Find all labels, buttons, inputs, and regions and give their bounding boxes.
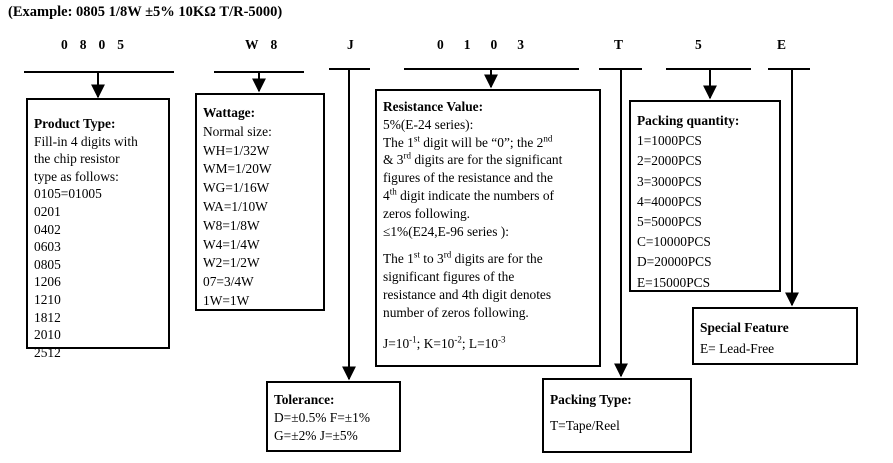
code-tolerance: J [347,37,366,52]
wattage-line: W8=1/8W [203,217,260,233]
resistance-sup: -2 [454,334,462,345]
resistance-line: J=10-1; K=10-2; L=10-3 [383,335,593,353]
resistance-sup: rd [403,150,411,161]
product-type-line: 1206 [34,274,61,290]
packing-qty-line: 4=4000PCS [637,193,702,209]
special-feature-box: Special Feature E= Lead-Free [692,307,858,365]
packing-qty-line: E=15000PCS [637,274,711,290]
wattage-line: 07=3/4W [203,274,254,290]
resistance-text: The 1 [383,251,414,267]
product-type-line: 0105=01005 [34,186,102,202]
wattage-line: W2=1/2W [203,255,260,271]
packing-qty-line: 2=2000PCS [637,153,702,169]
product-type-heading: Product Type: [34,116,116,131]
product-type-line: 2010 [34,327,61,343]
wattage-heading: Wattage: [203,105,256,120]
resistance-sup: -3 [498,334,506,345]
resistance-line: The 1st digit will be “0”; the 2nd [383,134,593,152]
resistance-text: ; L=10 [461,335,499,351]
code-wattage: W8 [245,37,290,52]
resistance-line: 5%(E-24 series): [383,116,474,132]
special-feature-heading: Special Feature [700,320,789,335]
resistance-sup: rd [443,249,452,260]
resistance-text: & 3 [383,152,404,168]
resistance-sup: st [413,249,420,260]
tolerance-line: G=±2% J=±5% [274,428,358,443]
wattage-line: W4=1/4W [203,236,260,252]
code-packing-type: T [614,37,636,52]
resistance-text: 4 [383,187,390,203]
resistance-line: 4th digit indicate the numbers of [383,187,593,205]
tolerance-line: D=±0.5% F=±1% [274,410,371,425]
tolerance-heading: Tolerance: [274,392,335,407]
resistance-line: significant figures of the [383,269,515,285]
code-packing-qty: 5 [695,37,714,52]
product-type-line: Fill-in 4 digits with [34,133,138,149]
wattage-line: 1W=1W [203,292,250,308]
resistance-sup: nd [543,133,553,144]
resistance-line: The 1st to 3rd digits are for the [383,250,593,268]
example-title: (Example: 0805 1/8W ±5% 10KΩ T/R-5000) [8,4,283,20]
code-resistance: 0103 [437,37,544,52]
packing-type-box: Packing Type: T=Tape/Reel [542,378,692,453]
resistance-sup: -1 [409,334,417,345]
resistance-sup: th [389,186,397,197]
product-type-line: 0402 [34,221,61,237]
packing-qty-line: 5=5000PCS [637,214,702,230]
packing-qty-line: C=10000PCS [637,234,711,250]
resistance-line: & 3rd digits are for the significant [383,151,593,169]
resistance-text: The 1 [383,134,414,150]
packing-qty-line: 1=1000PCS [637,133,702,149]
packing-type-line: T=Tape/Reel [550,418,620,433]
resistance-text: digit will be “0”; the 2 [419,134,544,150]
resistance-line: figures of the resistance and the [383,170,553,186]
resistance-text: J=10 [383,335,410,351]
wattage-line: Normal size: [203,123,272,139]
product-type-line: 0201 [34,203,61,219]
product-type-line: 0603 [34,239,61,255]
wattage-line: WA=1/10W [203,198,268,214]
product-type-line: 1812 [34,309,61,325]
product-type-line: type as follows: [34,168,119,184]
code-special: E [777,37,799,52]
special-feature-line: E= Lead-Free [700,341,775,356]
resistance-sup: st [413,133,420,144]
packing-qty-line: 3=3000PCS [637,173,702,189]
wattage-line: WM=1/20W [203,161,272,177]
resistance-line: zeros following. [383,205,471,221]
resistance-text: digits are for the [451,251,543,267]
packing-qty-heading: Packing quantity: [637,113,740,128]
packing-qty-box: Packing quantity: 1=1000PCS 2=2000PCS 3=… [629,100,781,292]
product-type-line: 0805 [34,256,61,272]
wattage-box: Wattage: Normal size: WH=1/32W WM=1/20W … [195,93,325,311]
resistance-text: ; K=10 [416,335,455,351]
resistance-text: to 3 [419,251,444,267]
resistance-line: number of zeros following. [383,304,529,320]
wattage-line: WG=1/16W [203,180,270,196]
tolerance-box: Tolerance: D=±0.5% F=±1% G=±2% J=±5% [266,381,401,452]
resistance-text: digit indicate the numbers of [396,187,555,203]
product-type-line: the chip resistor [34,151,120,167]
product-type-line: 1210 [34,291,61,307]
product-type-box: Product Type: Fill-in 4 digits with the … [26,98,170,360]
product-type-line: 2512 [34,344,61,360]
resistance-heading: Resistance Value: [383,99,484,114]
resistance-line: resistance and 4th digit denotes [383,286,552,302]
packing-qty-line: D=20000PCS [637,254,712,270]
code-size: 0805 [61,37,136,52]
resistance-line: ≤1%(E24,E-96 series ): [383,223,509,239]
wattage-line: WH=1/32W [203,142,270,158]
resistance-box: Resistance Value: 5%(E-24 series): The 1… [375,89,601,367]
resistance-text: digits are for the significant [410,152,563,168]
packing-type-heading: Packing Type: [550,392,632,407]
